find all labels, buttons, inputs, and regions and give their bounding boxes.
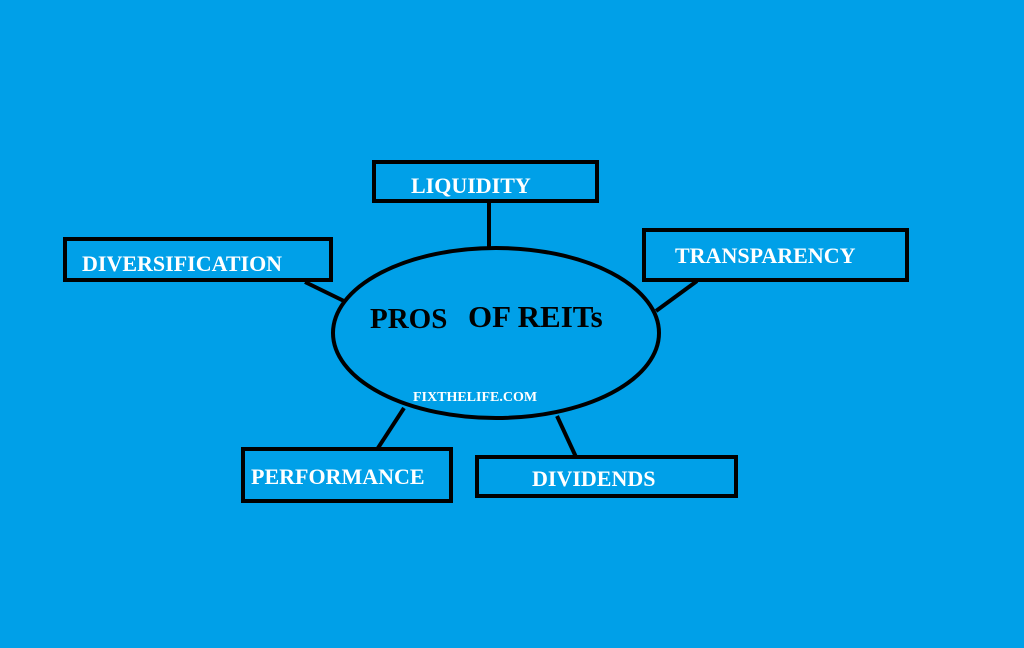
center-title-of-reits: OF REITs [468, 299, 603, 334]
node-diversification: DIVERSIFICATION [63, 237, 333, 282]
connector-performance [376, 406, 406, 450]
node-diversification-label: DIVERSIFICATION [82, 251, 283, 276]
connector-diversification [304, 280, 347, 304]
node-dividends: DIVIDENDS [475, 455, 738, 498]
center-title-pros: PROS [370, 303, 448, 335]
node-liquidity: LIQUIDITY [372, 160, 599, 203]
connector-dividends [555, 415, 578, 458]
connector-transparency [654, 279, 699, 313]
node-transparency: TRANSPARENCY [642, 228, 909, 282]
node-transparency-label: TRANSPARENCY [675, 243, 856, 268]
node-liquidity-label: LIQUIDITY [411, 173, 531, 198]
center-ellipse [331, 246, 661, 420]
node-performance: PERFORMANCE [241, 447, 453, 503]
node-dividends-label: DIVIDENDS [532, 466, 656, 491]
watermark-text: FIXTHELIFE.COM [413, 390, 538, 405]
node-performance-label: PERFORMANCE [251, 464, 425, 489]
